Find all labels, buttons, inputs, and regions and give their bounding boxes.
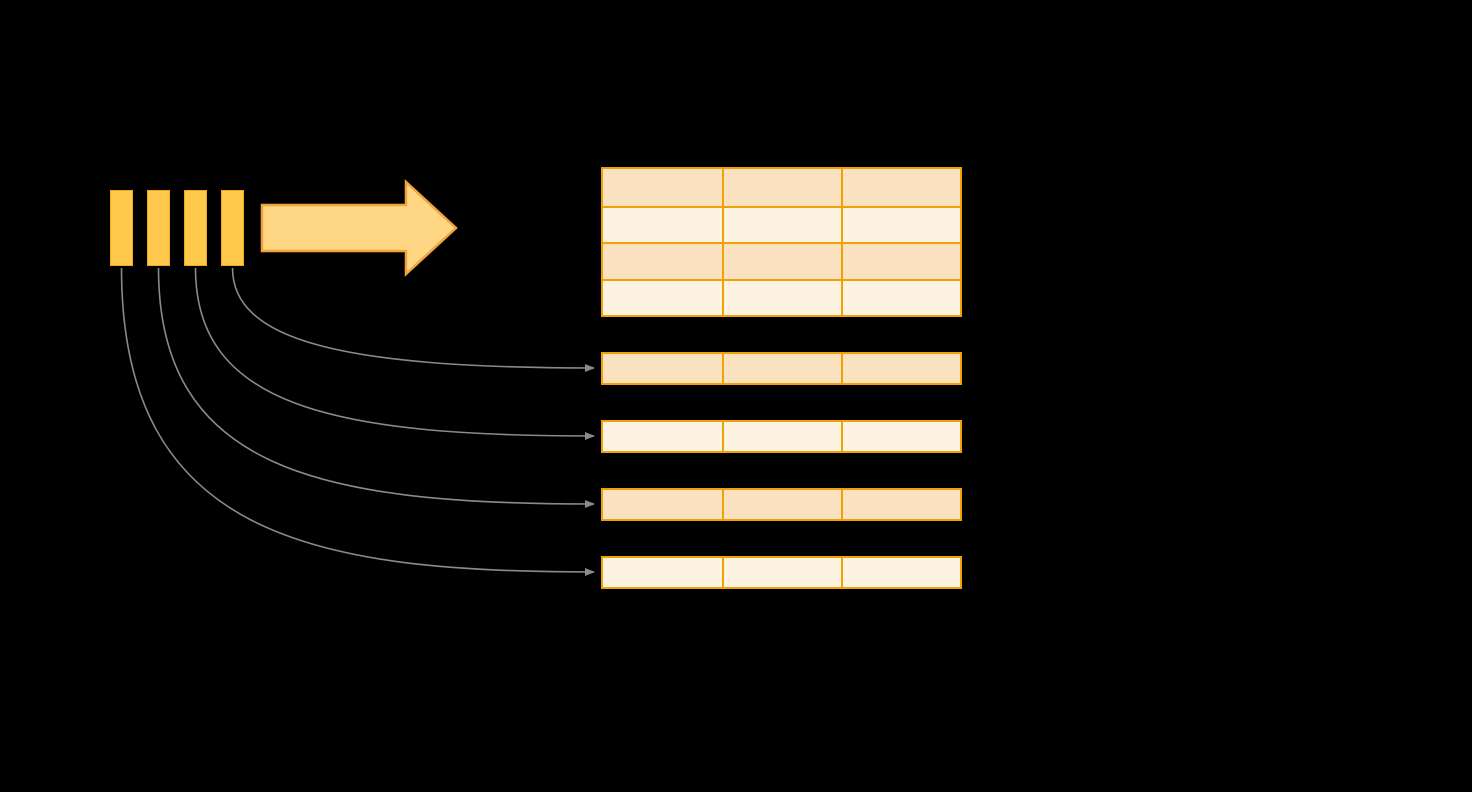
table-cell [603, 207, 722, 242]
table-cell [603, 490, 722, 519]
main-table-row [603, 205, 960, 242]
table-cell [603, 280, 722, 315]
stream-bar [221, 190, 244, 266]
main-table-row [603, 278, 960, 315]
table-cell [603, 244, 722, 279]
table-cell [841, 422, 960, 451]
table-cell [603, 558, 722, 587]
row-table-3 [601, 488, 962, 521]
table-cell [722, 244, 841, 279]
row-table-row [603, 558, 960, 587]
row-table-row [603, 422, 960, 451]
connector-arrow-1 [231, 267, 595, 372]
row-table-row [603, 354, 960, 383]
stream-bar [147, 190, 170, 266]
table-cell [603, 169, 722, 206]
table-cell [841, 558, 960, 587]
stream-bar [184, 190, 207, 266]
table-cell [722, 280, 841, 315]
table-cell [841, 207, 960, 242]
main-table-row [603, 242, 960, 279]
stream-arrow-icon [260, 179, 458, 277]
table-cell [841, 280, 960, 315]
table-cell [841, 244, 960, 279]
stream-arrow-shape [260, 179, 458, 277]
table-cell [841, 169, 960, 206]
table-cell [722, 558, 841, 587]
table-cell [722, 169, 841, 206]
connector-arrow-3 [157, 267, 595, 508]
row-table-1 [601, 352, 962, 385]
main-table [601, 167, 962, 317]
table-cell [722, 490, 841, 519]
stream-bars [110, 190, 244, 266]
table-cell [603, 422, 722, 451]
connector-arrow-2 [194, 267, 595, 440]
table-cell [841, 354, 960, 383]
row-table-2 [601, 420, 962, 453]
table-cell [722, 207, 841, 242]
table-cell [722, 354, 841, 383]
row-table-row [603, 490, 960, 519]
table-cell [722, 422, 841, 451]
stream-bar [110, 190, 133, 266]
table-cell [603, 354, 722, 383]
main-table-row [603, 169, 960, 206]
table-cell [841, 490, 960, 519]
row-table-4 [601, 556, 962, 589]
connector-arrow-4 [120, 267, 595, 576]
